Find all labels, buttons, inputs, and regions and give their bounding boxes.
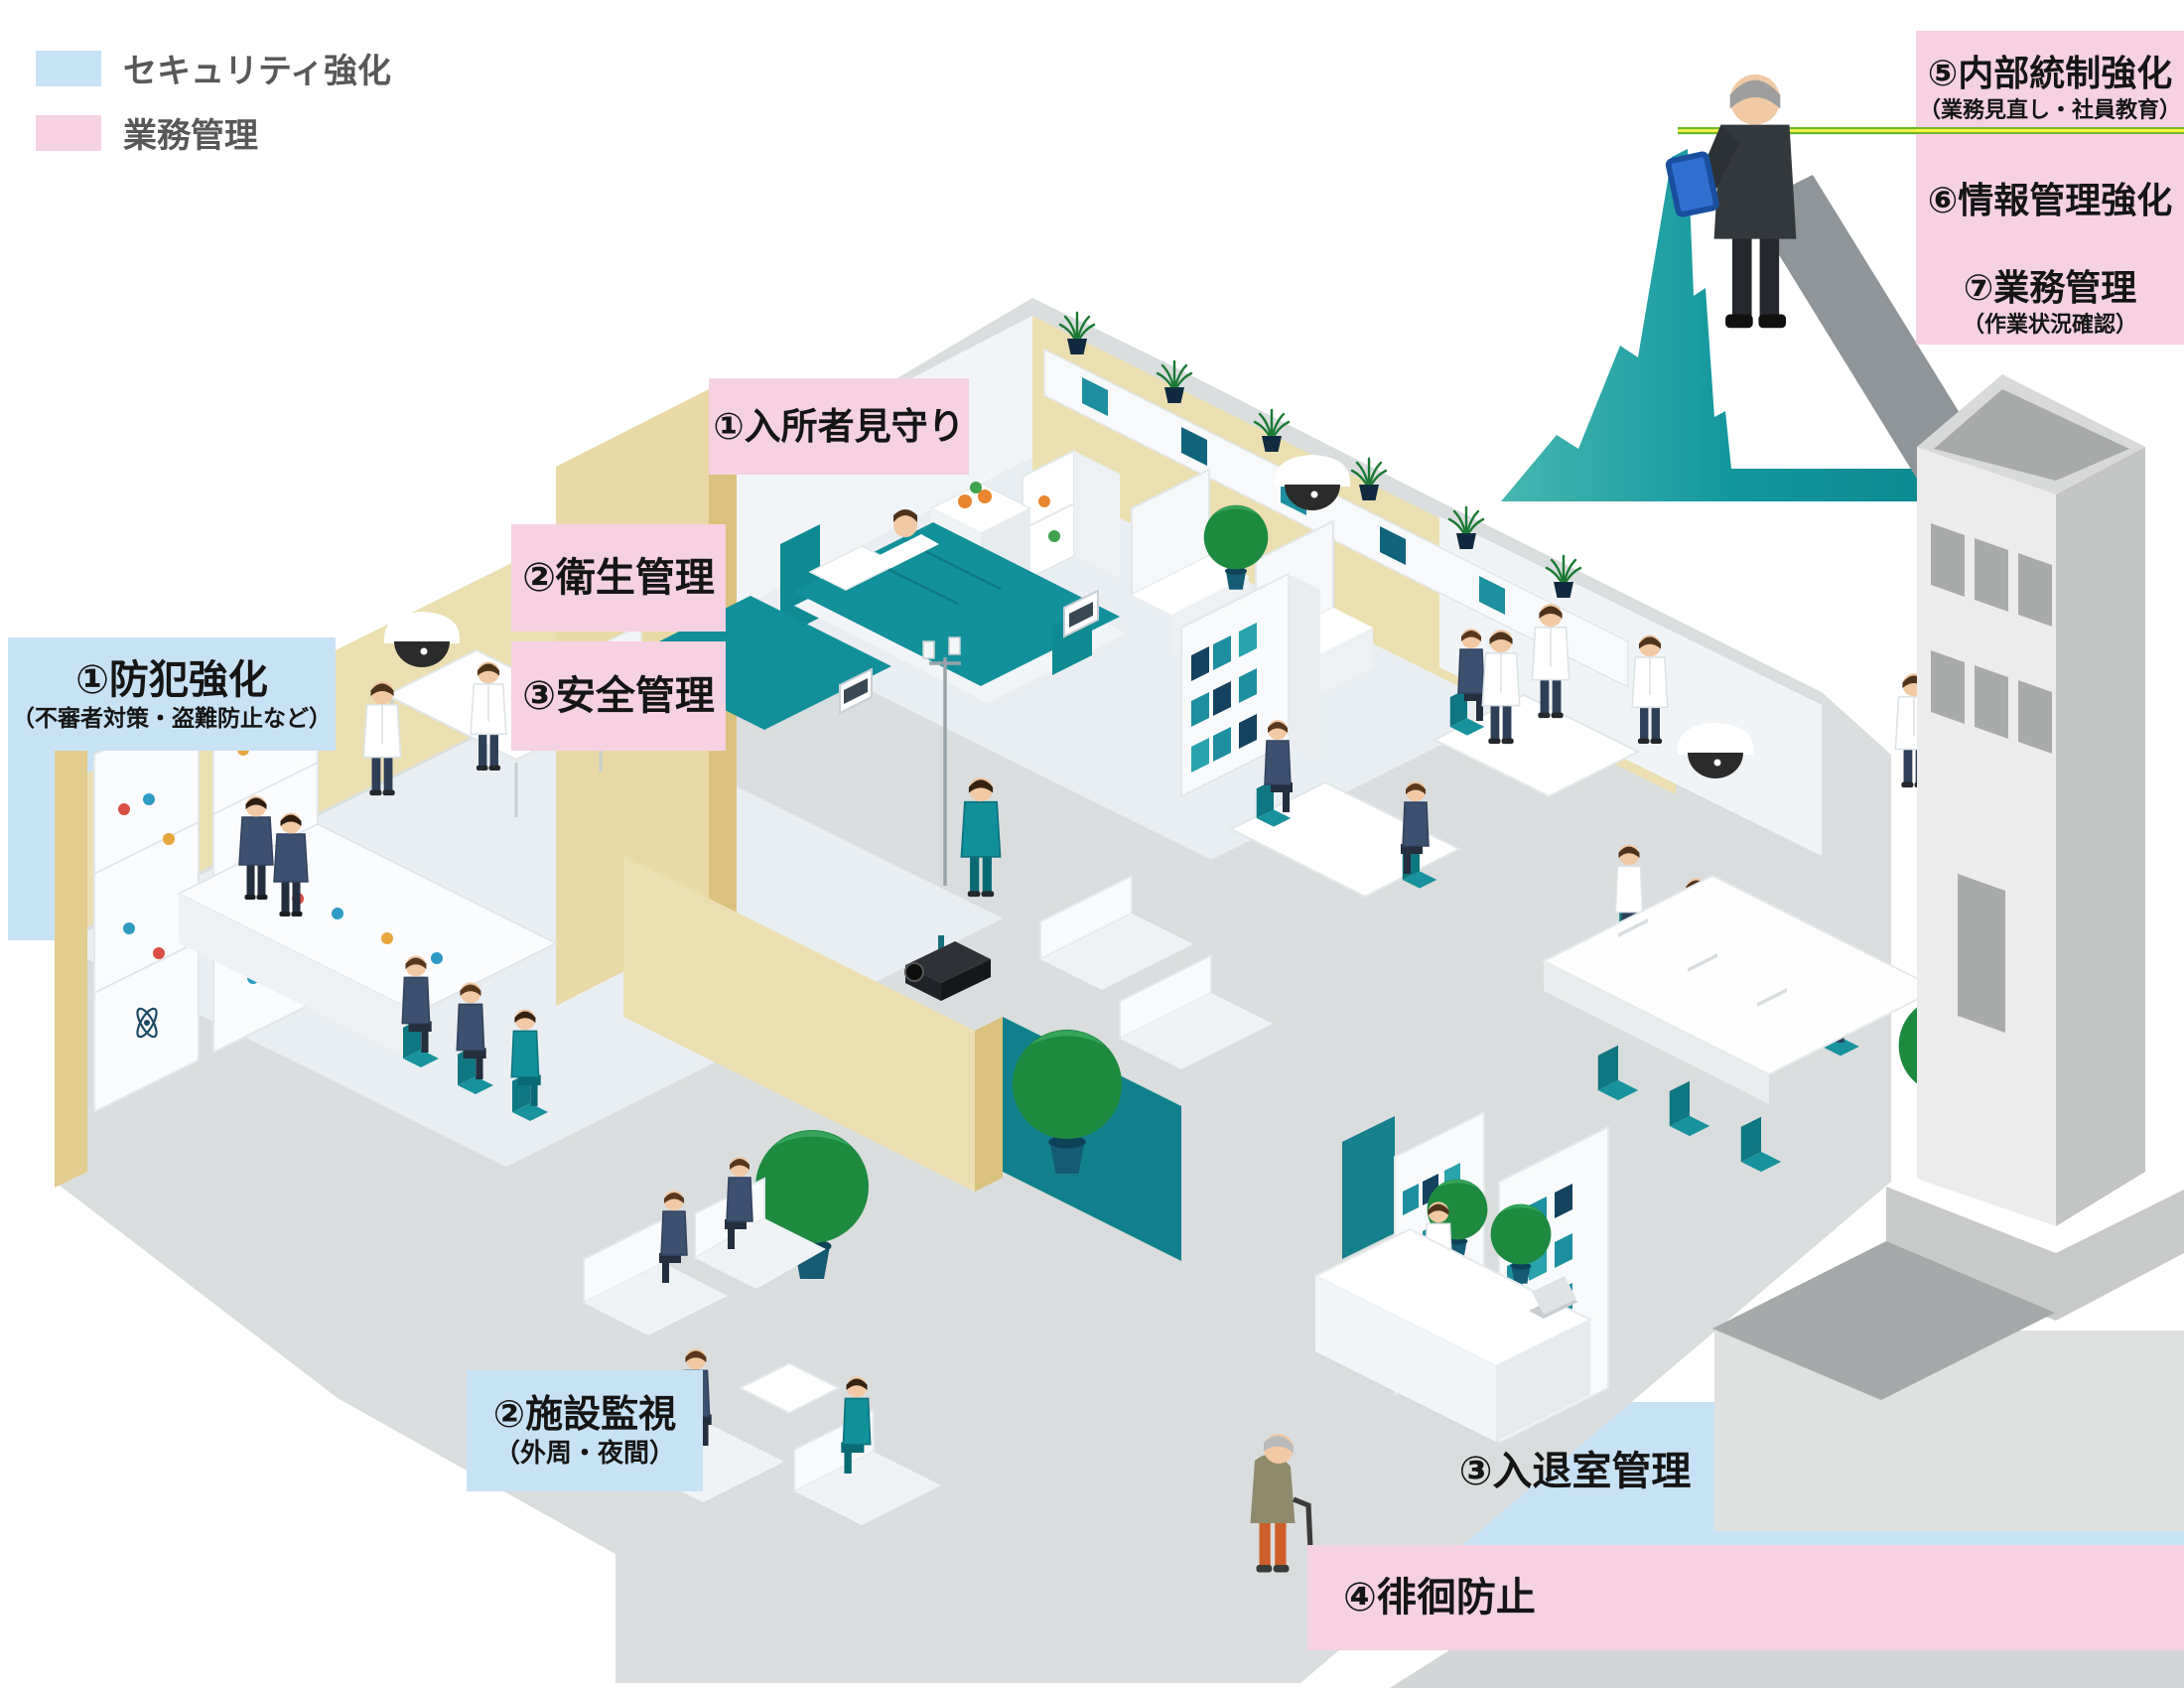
wall-plant-shelf — [1043, 311, 1629, 689]
label-management-panel: ⑤内部統制強化 （業務見直し・社員教育） ⑥情報管理強化 ⑦業務管理 （作業状況… — [1916, 31, 2184, 345]
label-hygiene: ②衛生管理 — [511, 524, 726, 632]
hospital-bed — [780, 509, 1127, 703]
ground-shadows — [1390, 1241, 2184, 1688]
office-building — [1886, 374, 2184, 1321]
panel-separator-line — [1916, 127, 2184, 134]
reception-desk — [1312, 1227, 1593, 1442]
binders — [1191, 623, 1257, 773]
label-entry-exit-text: ③入退室管理 — [1458, 1449, 1692, 1493]
teal-connection-shape — [1501, 149, 1920, 501]
center-sofas — [1039, 874, 1273, 1069]
legend-security-swatch — [36, 50, 101, 86]
patient — [874, 509, 939, 568]
office-area — [1012, 504, 1669, 1174]
label-resident-watch: ①入所者見守り — [709, 378, 969, 475]
label-facility-monitoring: ②施設監視 （外周・夜間） — [467, 1370, 703, 1491]
label-safety: ③安全管理 — [511, 641, 726, 751]
label-crime-prevention: ①防犯強化 （不審者対策・盗難防止など） — [8, 637, 336, 751]
box-camera — [904, 935, 991, 1001]
building-shadow-beam — [1749, 175, 1983, 484]
building-windows — [1931, 523, 2052, 1033]
laboratory-room — [93, 641, 609, 1121]
label-entry-exit: ③入退室管理 — [1435, 1402, 1714, 1541]
label-crime-prevention-title: ①防犯強化 — [75, 657, 268, 702]
legend-business: 業務管理 — [36, 108, 391, 157]
label-info-management-title: ⑥情報管理強化 — [1927, 180, 2173, 220]
legend-security-label: セキュリティ強化 — [123, 53, 391, 90]
reception — [1312, 1110, 1609, 1445]
label-facility-monitoring-subtitle: （外周・夜間） — [493, 1438, 675, 1469]
label-resident-watch-text: ①入所者見守り — [713, 405, 965, 447]
label-work-management-subtitle: （作業状況確認） — [1962, 312, 2137, 337]
iv-stand — [922, 636, 961, 886]
legend-business-label: 業務管理 — [123, 117, 258, 155]
security-cameras — [384, 455, 1753, 1001]
label-hygiene-text: ②衛生管理 — [522, 555, 715, 600]
label-crime-prevention-subtitle: （不審者対策・盗難防止など） — [12, 705, 332, 732]
label-wandering-prevention-text: ④徘徊防止 — [1343, 1575, 1536, 1619]
legend-business-swatch — [36, 114, 101, 151]
label-wandering-prevention: ④徘徊防止 — [1307, 1545, 2184, 1650]
label-internal-control-subtitle: （業務見直し・社員教育） — [1918, 97, 2181, 122]
legend-security: セキュリティ強化 — [36, 44, 391, 92]
separator-line — [1678, 127, 1921, 135]
legend: セキュリティ強化 業務管理 — [36, 44, 391, 173]
label-internal-control-title: ⑤内部統制強化 — [1927, 53, 2173, 93]
label-facility-monitoring-title: ②施設監視 — [492, 1393, 677, 1436]
label-safety-text: ③安全管理 — [522, 673, 715, 718]
label-work-management-title: ⑦業務管理 — [1963, 267, 2137, 308]
exterior — [1501, 74, 2184, 1321]
